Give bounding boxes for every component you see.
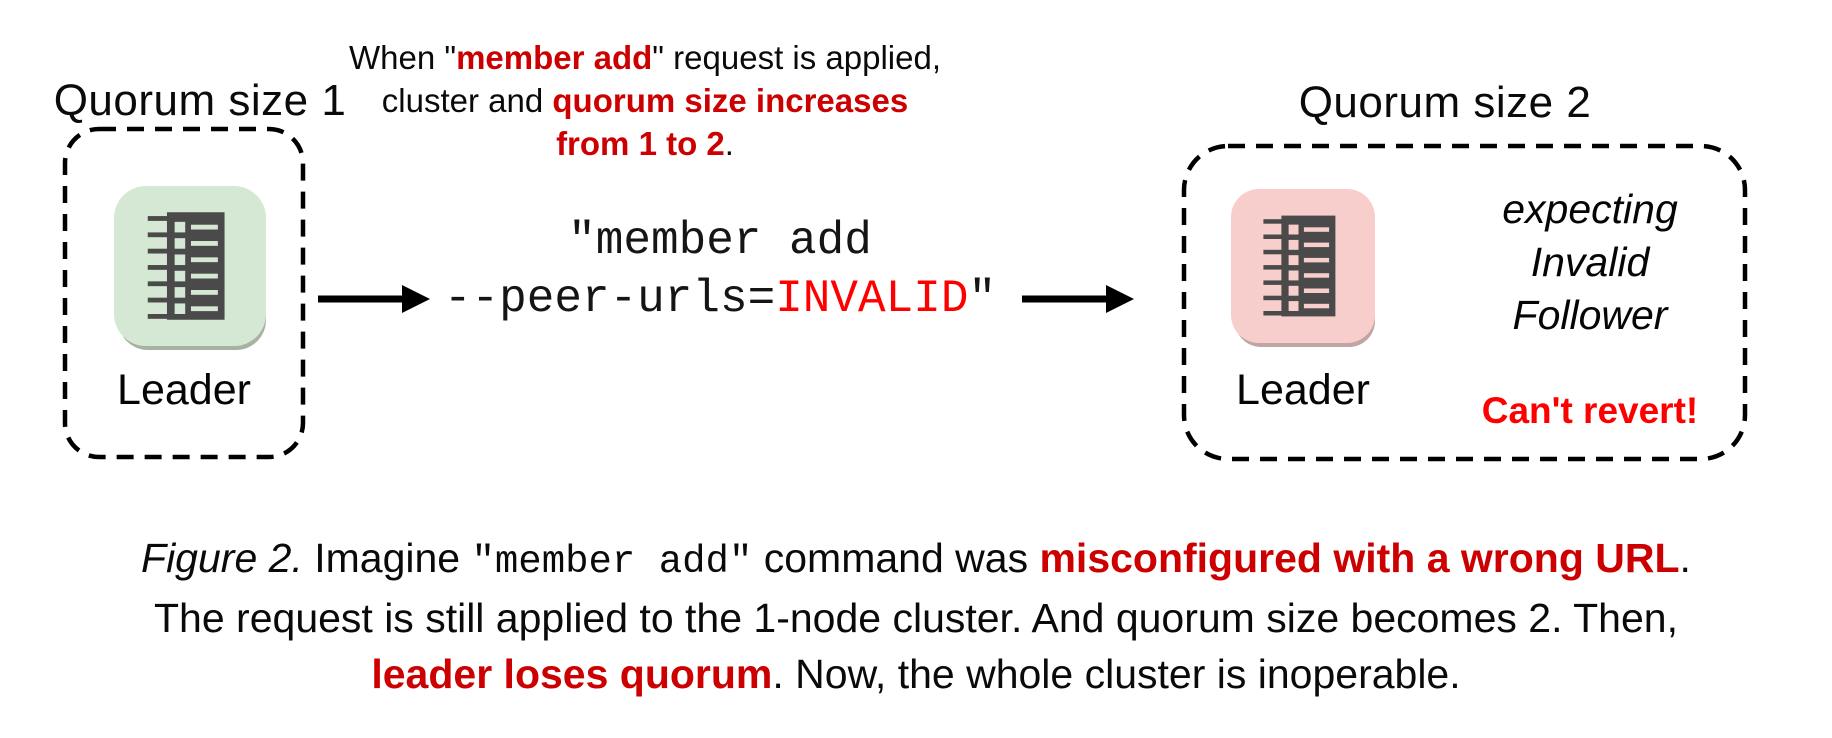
left-leader-label: Leader: [117, 366, 251, 414]
annotation-highlight-quorum: quorum size increases: [552, 82, 909, 119]
command-line-1: "member add: [568, 215, 872, 267]
status-line: Follower: [1512, 292, 1668, 338]
left-cluster-dashed-box: [62, 126, 306, 460]
member-add-command: "member add --peer-urls=INVALID": [380, 212, 1060, 328]
caption-line-1: Figure 2. Imagine "member add" command w…: [141, 535, 1691, 584]
member-add-annotation: When "member add" request is applied, cl…: [345, 36, 945, 165]
cant-revert-warning: Can't revert!: [1481, 390, 1699, 431]
caption-line-3: leader loses quorum. Now, the whole clus…: [371, 651, 1461, 697]
command-line-2: --peer-urls=INVALID": [443, 273, 997, 325]
status-line: expecting: [1502, 186, 1678, 232]
expecting-follower-status: expecting Invalid Follower: [1420, 183, 1760, 342]
annotation-line-2: cluster and quorum size increases: [381, 82, 909, 119]
figure-caption: Figure 2. Imagine "member add" command w…: [0, 530, 1832, 702]
arrow-right-icon: [318, 285, 430, 313]
figure-label: Figure 2.: [141, 535, 303, 581]
status-line: Invalid: [1530, 239, 1650, 285]
annotation-highlight-member-add: member add: [456, 39, 653, 76]
caption-highlight-loses-quorum: leader loses quorum: [371, 651, 773, 697]
server-list-icon: [142, 207, 238, 325]
leader-node: [114, 186, 266, 346]
caption-highlight-misconfigured: misconfigured with a wrong URL: [1039, 535, 1680, 581]
annotation-highlight-from-1-to-2: from 1 to 2: [556, 125, 725, 162]
caption-line-2: The request is still applied to the 1-no…: [154, 595, 1678, 641]
annotation-line-1: When "member add" request is applied,: [348, 39, 942, 76]
arrow-right-icon: [1022, 285, 1134, 313]
leader-node: [1231, 189, 1375, 343]
server-list-icon: [1258, 210, 1348, 322]
command-invalid-url: INVALID: [775, 273, 969, 325]
left-cluster-title: Quorum size 1: [53, 76, 347, 125]
right-leader-label: Leader: [1236, 366, 1370, 414]
caption-code-member-add: "member add": [471, 540, 753, 584]
annotation-line-3: from 1 to 2.: [556, 125, 734, 162]
right-cluster-title: Quorum size 2: [1298, 78, 1592, 127]
right-cluster-dashed-box: [1181, 143, 1748, 462]
